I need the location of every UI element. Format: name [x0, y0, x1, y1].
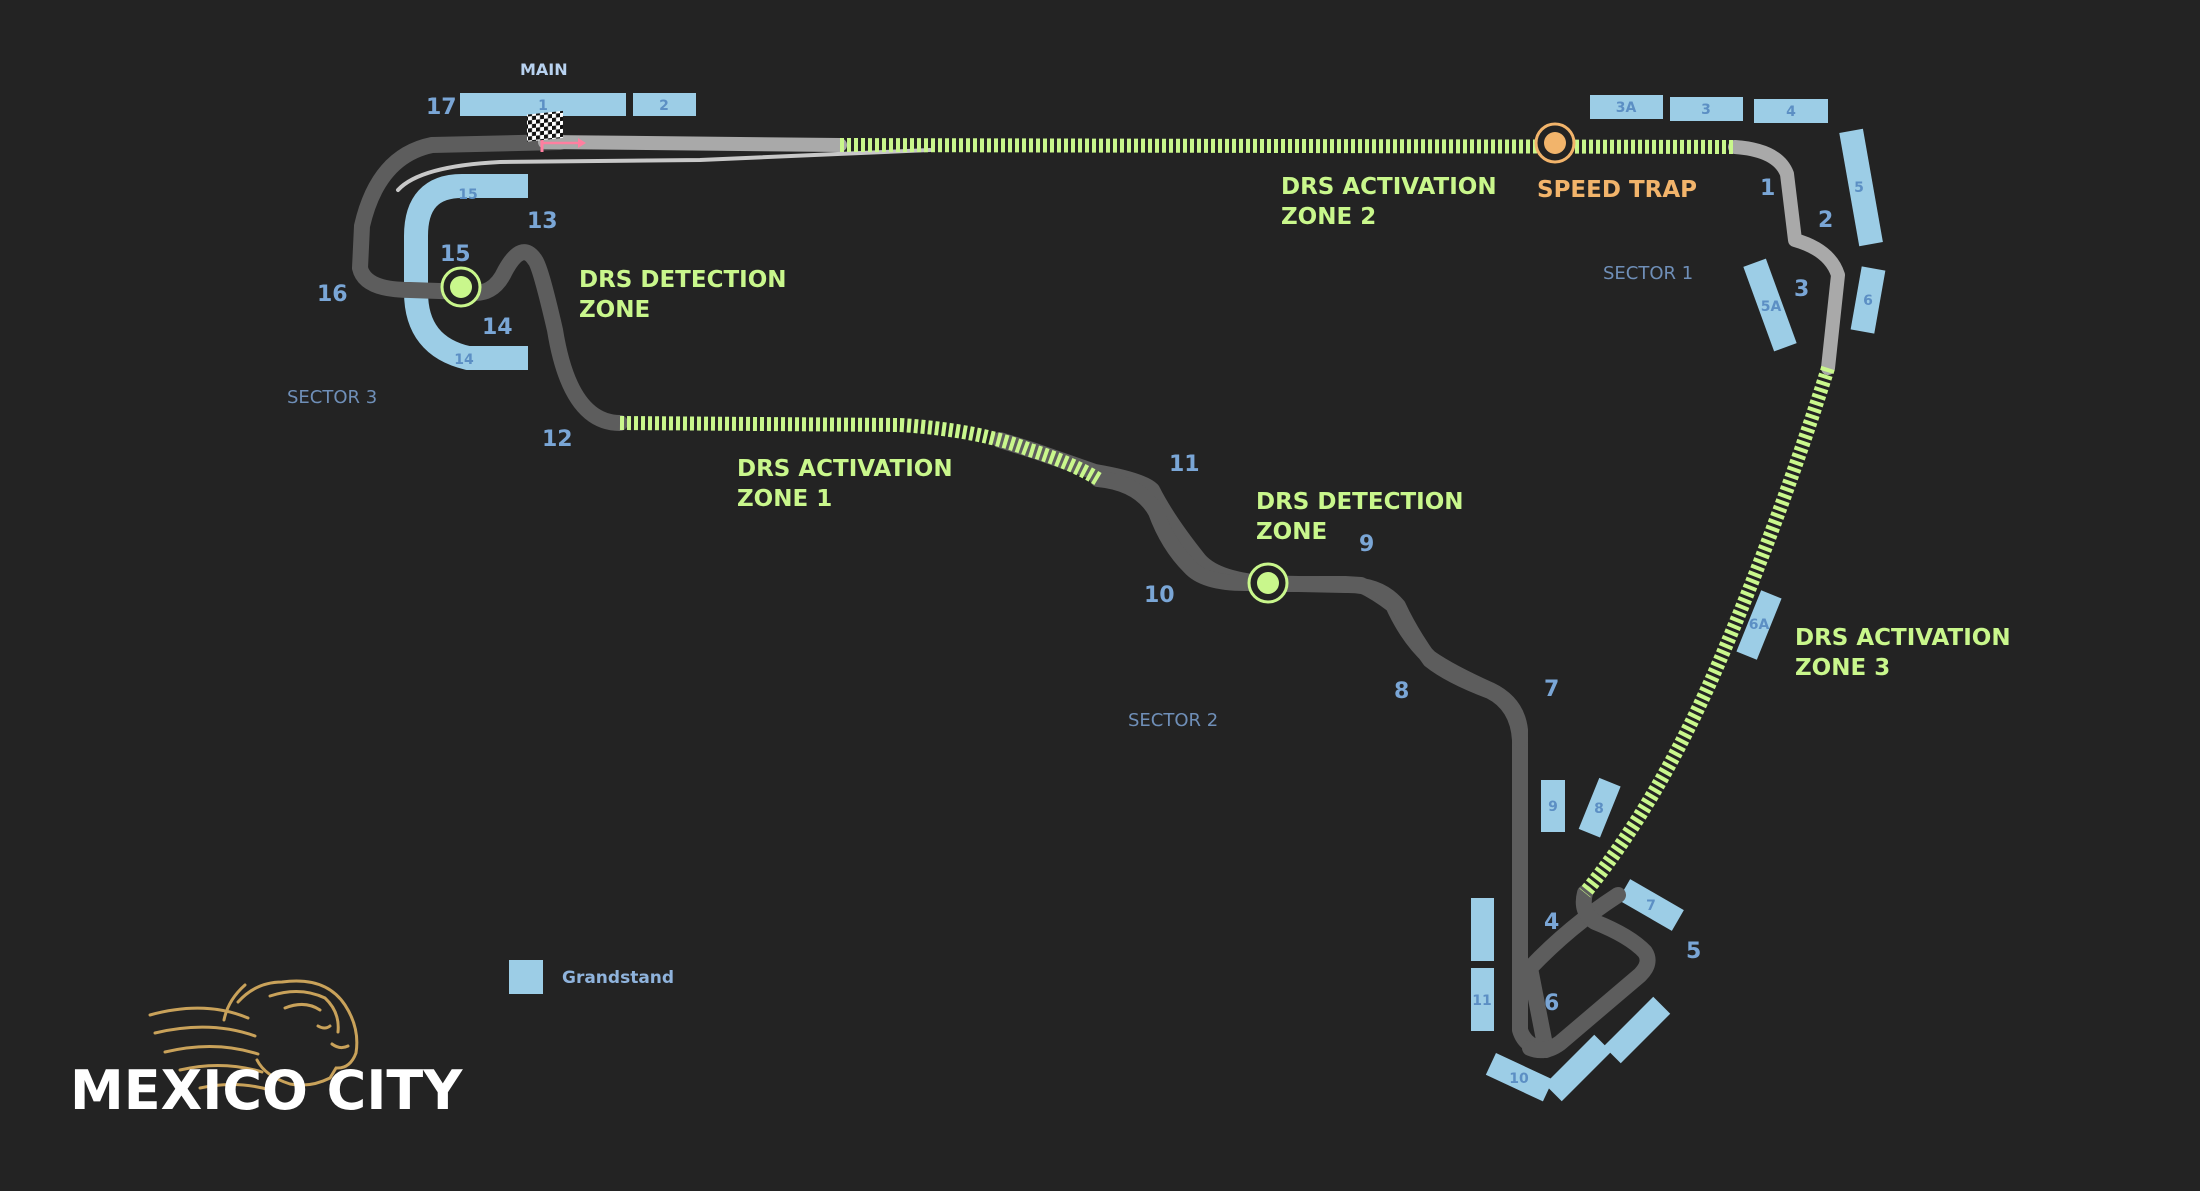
turn-12: 12 — [542, 427, 573, 452]
turn-17: 17 — [426, 95, 457, 120]
drs-zones — [619, 138, 1835, 898]
svg-text:1: 1 — [538, 98, 548, 114]
track-sector2-turns — [1090, 471, 1528, 748]
grandstand-1[interactable]: 1 — [460, 93, 626, 116]
sector-2-label: SECTOR 2 — [1128, 710, 1218, 731]
turn-14: 14 — [482, 315, 513, 340]
grandstand-5[interactable]: 5 — [1839, 128, 1883, 247]
grandstand-unnamed-b — [1544, 1034, 1612, 1102]
turn-13: 13 — [527, 209, 558, 234]
track — [352, 134, 1845, 1059]
turn-10: 10 — [1144, 583, 1175, 608]
drs-detection-point-1 — [440, 266, 482, 308]
grandstand-2[interactable]: 2 — [633, 93, 696, 116]
turn-2: 2 — [1818, 208, 1833, 233]
track-corner-4-5 — [1522, 885, 1656, 1059]
turn-numbers: 1 2 3 4 5 6 7 8 9 10 11 12 13 14 15 16 1… — [317, 95, 1833, 1016]
turn-8: 8 — [1394, 679, 1409, 704]
turn-6: 6 — [1544, 991, 1559, 1016]
drs-activation-2-track — [839, 138, 1736, 154]
svg-text:9: 9 — [1548, 799, 1558, 815]
turn-16: 16 — [317, 282, 348, 307]
turn-9: 9 — [1359, 532, 1374, 557]
pit-lane — [396, 148, 932, 192]
track-light-section — [538, 135, 1845, 375]
drs-detection-point-2 — [1247, 562, 1289, 604]
grandstand-6a[interactable]: 6A — [1736, 590, 1782, 660]
grandstand-6[interactable]: 6 — [1850, 266, 1886, 334]
grandstand-unnamed-c — [1471, 898, 1494, 961]
turn-15: 15 — [440, 242, 471, 267]
track-dark-section — [352, 134, 1626, 1058]
main-grandstand-label: MAIN — [520, 60, 568, 79]
svg-text:14: 14 — [454, 352, 474, 368]
svg-text:4: 4 — [1786, 104, 1796, 120]
svg-text:6: 6 — [1863, 293, 1873, 309]
grandstand-unnamed-a — [1603, 996, 1671, 1064]
grandstand-3[interactable]: 3 — [1670, 97, 1743, 121]
drs-activation-1-track — [619, 416, 1102, 486]
turn-4: 4 — [1544, 910, 1559, 935]
grandstand-3a[interactable]: 3A — [1590, 95, 1663, 119]
sector-1-label: SECTOR 1 — [1603, 263, 1693, 284]
grandstands: 1 2 3A 3 4 5 5A 6 6A 8 9 7 11 10 15 14 — [404, 93, 1886, 1102]
drs-activation-3-track — [1579, 365, 1835, 898]
legend: Grandstand — [509, 960, 674, 994]
sector-labels: SECTOR 1 SECTOR 2 SECTOR 3 — [287, 263, 1693, 731]
legend-grandstand-swatch — [509, 960, 543, 994]
turn-11: 11 — [1169, 452, 1200, 477]
city-title: MEXICO CITY — [70, 1059, 463, 1122]
svg-text:5A: 5A — [1761, 299, 1782, 315]
legend-grandstand-label: Grandstand — [562, 968, 674, 988]
grandstand-5a[interactable]: 5A — [1743, 258, 1797, 352]
lion-head-icon — [148, 979, 359, 1092]
svg-text:5: 5 — [1854, 180, 1864, 196]
sector-3-label: SECTOR 3 — [287, 387, 377, 408]
turn-5: 5 — [1686, 939, 1701, 964]
checkered-flag-icon — [527, 110, 563, 142]
turn-1: 1 — [1760, 176, 1775, 201]
svg-text:3A: 3A — [1616, 100, 1637, 116]
svg-text:6A: 6A — [1749, 617, 1770, 633]
svg-text:10: 10 — [1509, 1071, 1529, 1087]
grandstand-8[interactable]: 8 — [1578, 777, 1621, 838]
grandstand-9[interactable]: 9 — [1541, 780, 1565, 832]
grandstand-10[interactable]: 10 — [1485, 1053, 1554, 1102]
grandstand-7[interactable]: 7 — [1618, 879, 1684, 931]
turn-3: 3 — [1794, 277, 1809, 302]
grandstand-15[interactable]: 15 — [404, 174, 528, 370]
svg-text:8: 8 — [1594, 801, 1604, 817]
grandstand-14: 14 — [454, 352, 474, 368]
speed-trap-point — [1534, 122, 1576, 164]
turn-7: 7 — [1544, 677, 1559, 702]
svg-text:2: 2 — [659, 98, 669, 114]
grandstand-11[interactable]: 11 — [1471, 968, 1494, 1031]
speed-trap-label: SPEED TRAP — [1537, 177, 1697, 203]
svg-text:3: 3 — [1701, 102, 1711, 118]
svg-text:7: 7 — [1646, 898, 1656, 914]
svg-text:11: 11 — [1472, 993, 1491, 1009]
svg-text:15: 15 — [458, 187, 477, 203]
grandstand-4[interactable]: 4 — [1754, 99, 1828, 123]
